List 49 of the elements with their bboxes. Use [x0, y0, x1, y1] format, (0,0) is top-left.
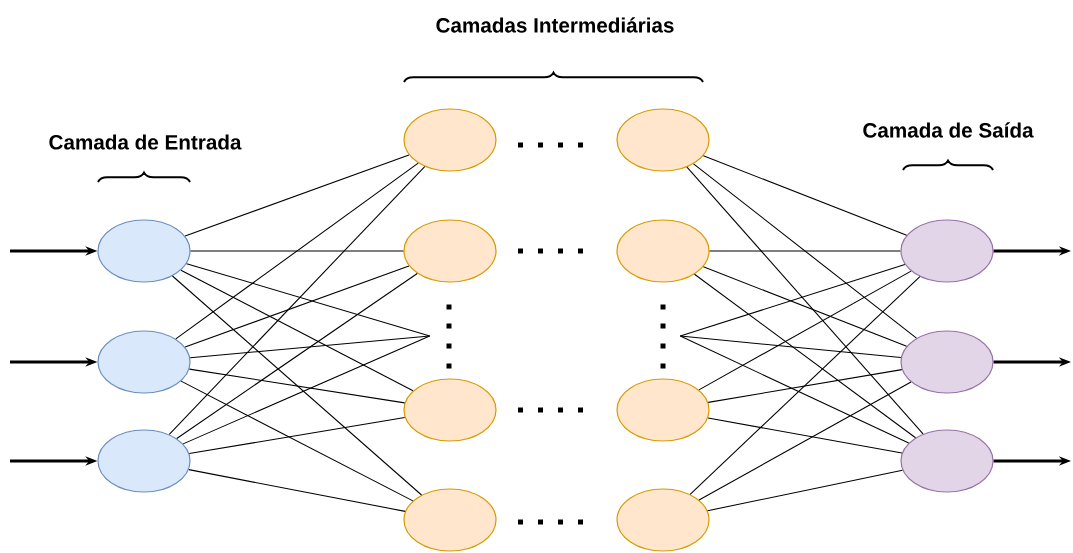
connection-line	[188, 469, 406, 512]
connection-line	[190, 250, 404, 252]
connection-line	[168, 166, 426, 435]
neuron-ellipse	[616, 488, 710, 552]
connection-line	[679, 335, 910, 444]
connection-line	[702, 266, 908, 347]
connection-line	[180, 380, 414, 502]
connection-line	[189, 335, 431, 359]
neuron-ellipse	[97, 330, 191, 394]
neuron-ellipse	[616, 108, 710, 172]
connection-line	[182, 335, 431, 445]
neuron-ellipse	[616, 219, 710, 283]
connection-line	[707, 369, 903, 403]
neuron-ellipse	[900, 330, 994, 394]
connection-line	[186, 263, 431, 337]
connection-line	[698, 270, 912, 391]
connection-line	[693, 273, 917, 439]
connection-line	[188, 417, 406, 454]
connection-line	[689, 276, 921, 495]
neuron-ellipse	[97, 219, 191, 283]
connection-line	[707, 469, 903, 512]
connection-line	[698, 381, 912, 501]
connection-line	[679, 335, 902, 359]
connection-line	[702, 155, 908, 236]
connection-line	[175, 162, 419, 340]
neuron-ellipse	[900, 429, 994, 493]
connection-line	[184, 265, 410, 348]
connection-line	[693, 163, 917, 339]
connection-line	[188, 368, 406, 404]
vertical-ellipsis	[660, 304, 666, 369]
connection-line	[176, 272, 418, 440]
neuron-ellipse	[97, 429, 191, 493]
connection-line	[686, 166, 924, 435]
layer-title: Camada de Saída	[863, 122, 1034, 138]
connection-line	[679, 263, 906, 337]
connection-line	[180, 269, 414, 392]
neuron-ellipse	[616, 378, 710, 442]
connection-line	[709, 250, 901, 252]
connection-line	[184, 154, 410, 237]
neuron-ellipse	[900, 219, 994, 283]
neuron-ellipse	[403, 378, 497, 442]
vertical-ellipsis	[446, 304, 452, 369]
neuron-ellipse	[403, 108, 497, 172]
connection-line	[707, 417, 903, 454]
neuron-ellipse	[403, 488, 497, 552]
neuron-ellipse	[403, 219, 497, 283]
layer-title: Camada de Entrada	[49, 134, 242, 150]
connection-line	[171, 275, 423, 496]
layer-title: Camadas Intermediárias	[436, 17, 674, 33]
